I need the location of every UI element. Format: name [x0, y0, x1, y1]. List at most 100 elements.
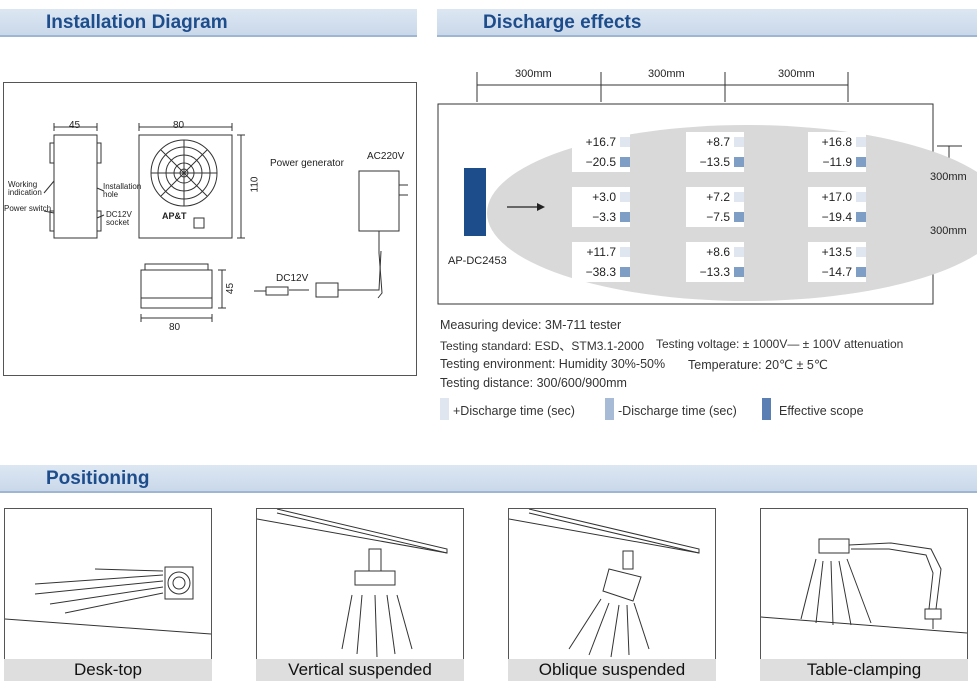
dim-width-80-bottom: 80: [169, 322, 181, 333]
working-indication-label: Working indication: [8, 180, 42, 197]
pos-value: +7.2: [706, 190, 730, 204]
legend-neg-time: -Discharge time (sec): [618, 404, 737, 418]
legend-pos-swatch: [440, 398, 449, 420]
neg-value: −7.5: [706, 210, 730, 224]
distance-2: 300mm: [648, 68, 685, 80]
neg-value: −13.3: [699, 265, 730, 279]
oblique-suspended-illustration: [508, 508, 716, 660]
installation-hole-label: Installation hole: [103, 182, 142, 199]
neg-value: −13.5: [699, 155, 730, 169]
power-generator-label: Power generator: [270, 158, 344, 169]
neg-value: −20.5: [585, 155, 616, 169]
neg-swatch: [734, 212, 744, 222]
vertical-suspended-drawing: [257, 509, 448, 658]
pos-swatch: [620, 247, 630, 257]
cell-r2-c3: +17.0 −19.4: [808, 187, 866, 227]
dim-height-45: 45: [225, 282, 237, 295]
neg-value: −19.4: [821, 210, 852, 224]
vertical-suspended-illustration: [256, 508, 464, 660]
dim-height-110: 110: [249, 176, 261, 193]
testing-environment: Testing environment: Humidity 30%-50%: [440, 357, 666, 371]
dc12v-socket-label: DC12V socket: [106, 210, 132, 227]
pos-value: +11.7: [586, 245, 616, 259]
device-bar: [464, 168, 486, 236]
legend-scope-swatch: [762, 398, 771, 420]
pos-swatch: [856, 247, 866, 257]
vertical-distance-1: 300mm: [930, 171, 967, 183]
distance-1: 300mm: [515, 68, 552, 80]
installation-diagram-frame: AP&T 45 80 110 45 80 Working indication …: [3, 82, 417, 376]
testing-distance: Testing distance: 300/600/900mm: [440, 376, 627, 390]
table-clamping-illustration: [760, 508, 968, 660]
pos-swatch: [620, 137, 630, 147]
desk-top-drawing: [5, 566, 211, 635]
bottom-view-body: [140, 269, 213, 309]
front-view-body: [138, 134, 233, 239]
pos-value: +16.7: [585, 135, 616, 149]
table-clamping-drawing: [761, 538, 967, 634]
cell-r2-c1: +3.0 −3.3: [572, 187, 630, 227]
cell-r1-c1: +16.7 −20.5: [572, 132, 630, 172]
legend-scope: Effective scope: [779, 404, 864, 418]
discharge-header: Discharge effects: [437, 9, 977, 37]
legend-neg-swatch: [605, 398, 614, 420]
dim-width-45: 45: [69, 120, 81, 131]
legend-pos-time: +Discharge time (sec): [453, 404, 575, 418]
pos-value: +16.8: [821, 135, 852, 149]
pos-swatch: [734, 247, 744, 257]
neg-swatch: [620, 212, 630, 222]
vertical-suspended-label: Vertical suspended: [256, 659, 464, 681]
positioning-header: Positioning: [0, 465, 977, 493]
desk-top-label: Desk-top: [4, 659, 212, 681]
positioning-title: Positioning: [46, 468, 150, 489]
table-clamping-label: Table-clamping: [760, 659, 968, 681]
cell-r3-c1: +11.7 −38.3: [572, 242, 630, 282]
testing-standard: Testing standard: ESD、STM3.1-2000: [440, 339, 645, 353]
neg-swatch: [734, 157, 744, 167]
measuring-device: Measuring device: 3M-711 tester: [440, 318, 622, 332]
temperature: Temperature: 20℃ ± 5℃: [688, 358, 828, 372]
neg-value: −3.3: [592, 210, 616, 224]
installation-drawing: AP&T: [43, 123, 408, 322]
pos-value: +8.7: [706, 135, 730, 149]
device-label: AP-DC2453: [448, 255, 507, 267]
desk-top-illustration: [4, 508, 212, 660]
pos-swatch: [620, 192, 630, 202]
cell-r3-c2: +8.6 −13.3: [686, 242, 744, 282]
dc12v-label: DC12V: [276, 273, 309, 284]
side-view-body: [53, 134, 98, 239]
pos-value: +8.6: [706, 245, 730, 259]
vertical-distance-2: 300mm: [930, 225, 967, 237]
pos-swatch: [856, 137, 866, 147]
neg-swatch: [620, 157, 630, 167]
neg-swatch: [620, 267, 630, 277]
oblique-suspended-label: Oblique suspended: [508, 659, 716, 681]
neg-value: −14.7: [821, 265, 852, 279]
power-switch-label: Power switch: [4, 204, 52, 213]
cell-r3-c3: +13.5 −14.7: [808, 242, 866, 282]
neg-swatch: [856, 212, 866, 222]
pos-swatch: [856, 192, 866, 202]
dim-width-80-top: 80: [173, 120, 185, 131]
pos-swatch: [734, 137, 744, 147]
brand-logo: AP&T: [162, 211, 187, 221]
distance-3: 300mm: [778, 68, 815, 80]
cell-r2-c2: +7.2 −7.5: [686, 187, 744, 227]
neg-swatch: [856, 267, 866, 277]
neg-swatch: [734, 267, 744, 277]
installation-title: Installation Diagram: [46, 12, 228, 33]
cell-r1-c3: +16.8 −11.9: [808, 132, 866, 172]
neg-swatch: [856, 157, 866, 167]
neg-value: −11.9: [822, 155, 852, 169]
installation-header: Installation Diagram: [0, 9, 417, 37]
oblique-suspended-drawing: [509, 509, 700, 658]
pos-value: +13.5: [821, 245, 852, 259]
pos-swatch: [734, 192, 744, 202]
pos-value: +3.0: [592, 190, 616, 204]
testing-voltage: Testing voltage: ± 1000V— ± 100V attenua…: [656, 337, 904, 351]
ac220v-label: AC220V: [367, 151, 405, 162]
discharge-title: Discharge effects: [483, 12, 642, 33]
cell-r1-c2: +8.7 −13.5: [686, 132, 744, 172]
pos-value: +17.0: [821, 190, 852, 204]
adapter-body: [358, 170, 400, 232]
